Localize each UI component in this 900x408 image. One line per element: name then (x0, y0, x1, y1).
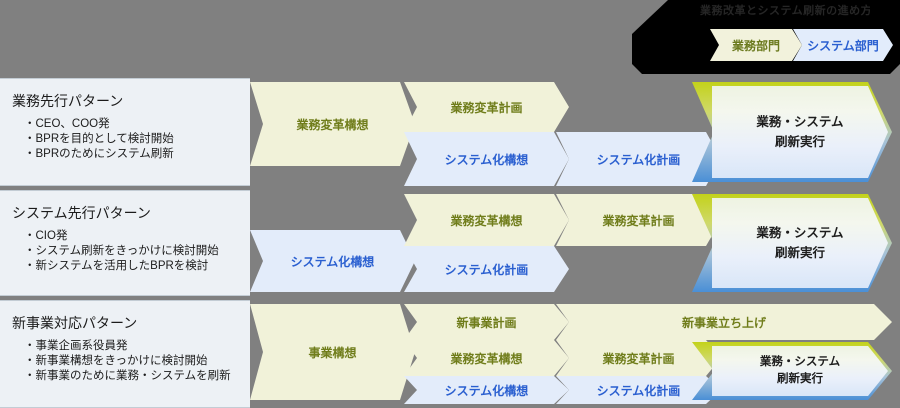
step-label: 業務変革計画 (602, 351, 675, 366)
row3-bullet-list: ・事業企画系役員発 ・新事業構想をきっかけに検討開始 ・新事業のために業務・シス… (10, 339, 250, 384)
list-item: ・BPRのためにシステム刷新 (24, 148, 174, 160)
step-gyomu-henkaku-kousou[interactable]: 業務変革構想 (404, 194, 569, 246)
final-box-line2: 刷新実行 (774, 135, 825, 149)
step-gyomu-henkaku-kousou[interactable]: 業務変革構想 (250, 82, 415, 166)
step-label: システム化計画 (596, 152, 681, 167)
final-box-line2: 刷新実行 (774, 246, 825, 260)
row2-title: システム先行パターン (12, 205, 151, 221)
step-label: 業務変革計画 (450, 100, 523, 115)
step-gyomu-henkaku-kousou[interactable]: 業務変革構想 (404, 340, 569, 376)
list-item: ・BPRを目的として検討開始 (24, 133, 174, 145)
step-label: システム化構想 (290, 254, 375, 269)
row2-bullet-list: ・CIO発 ・システム刷新をきっかけに検討開始 ・新システムを活用したBPRを検… (10, 229, 250, 274)
row3-description-panel: 新事業対応パターン ・事業企画系役員発 ・新事業構想をきっかけに検討開始 ・新事… (0, 300, 250, 408)
final-box-line2: 刷新実行 (777, 373, 823, 385)
step-label: 業務変革構想 (450, 213, 523, 228)
step-system-ka-kousou[interactable]: システム化構想 (250, 230, 415, 292)
row1-title: 業務先行パターン (12, 93, 124, 109)
step-label: 業務変革構想 (296, 117, 369, 132)
final-box-line1: 業務・システム (756, 226, 844, 240)
final-box-renewal-execution[interactable]: 業務・システム 刷新実行 (712, 198, 888, 288)
row1-bullet-list: ・CEO、COO発 ・BPRを目的として検討開始 ・BPRのためにシステム刷新 (10, 117, 250, 162)
step-system-ka-keikaku[interactable]: システム化計画 (404, 246, 569, 292)
step-label: 新事業立ち上げ (682, 315, 767, 330)
step-gyomu-henkaku-keikaku[interactable]: 業務変革計画 (556, 340, 721, 376)
list-item: ・CIO発 (24, 230, 68, 242)
step-shinjigyou-tachiage[interactable]: 新事業立ち上げ (556, 304, 892, 340)
list-item: ・新事業のために業務・システムを刷新 (24, 370, 231, 382)
page-title: 業務改革とシステム刷新の進め方 (700, 5, 870, 17)
list-item: ・システム刷新をきっかけに検討開始 (24, 245, 219, 257)
legend-item-system: システム部門 (793, 29, 893, 61)
step-label: 業務変革構想 (450, 351, 523, 366)
step-system-ka-keikaku[interactable]: システム化計画 (556, 132, 721, 186)
step-system-ka-keikaku[interactable]: システム化計画 (556, 376, 721, 404)
step-label: システム化構想 (444, 152, 529, 167)
step-label: システム化構想 (444, 383, 529, 398)
list-item: ・事業企画系役員発 (24, 340, 128, 352)
legend-label-system: システム部門 (807, 38, 879, 53)
final-box-line1: 業務・システム (756, 115, 844, 129)
step-jigyou-kousou[interactable]: 事業構想 (250, 304, 415, 400)
step-system-ka-kousou[interactable]: システム化構想 (404, 132, 569, 186)
step-shinjigyou-keikaku[interactable]: 新事業計画 (404, 304, 569, 340)
row2-description-panel: システム先行パターン ・CIO発 ・システム刷新をきっかけに検討開始 ・新システ… (0, 190, 250, 296)
legend-label-business: 業務部門 (731, 38, 780, 53)
row3-title: 新事業対応パターン (12, 315, 138, 331)
final-box-line1: 業務・システム (759, 356, 841, 368)
row-system-first: システム先行パターン ・CIO発 ・システム刷新をきっかけに検討開始 ・新システ… (0, 190, 900, 296)
step-system-ka-kousou[interactable]: システム化構想 (404, 376, 569, 404)
row-business-first: 業務先行パターン ・CEO、COO発 ・BPRを目的として検討開始 ・BPRのた… (0, 78, 900, 186)
row1-description-panel: 業務先行パターン ・CEO、COO発 ・BPRを目的として検討開始 ・BPRのた… (0, 78, 250, 186)
legend: 業務部門 システム部門 (710, 29, 893, 61)
step-label: 新事業計画 (456, 315, 517, 330)
step-gyomu-henkaku-keikaku[interactable]: 業務変革計画 (404, 82, 569, 132)
step-label: システム化計画 (596, 383, 681, 398)
list-item: ・新事業構想をきっかけに検討開始 (24, 355, 208, 367)
row-new-business: 新事業対応パターン ・事業企画系役員発 ・新事業構想をきっかけに検討開始 ・新事… (0, 300, 900, 408)
list-item: ・CEO、COO発 (24, 118, 110, 130)
legend-item-business: 業務部門 (710, 29, 802, 61)
step-label: 業務変革計画 (602, 213, 675, 228)
final-box-renewal-execution[interactable]: 業務・システム 刷新実行 (712, 86, 888, 178)
step-label: 事業構想 (308, 345, 357, 360)
step-gyomu-henkaku-keikaku[interactable]: 業務変革計画 (556, 194, 721, 246)
list-item: ・新システムを活用したBPRを検討 (24, 260, 209, 272)
step-label: システム化計画 (444, 262, 529, 277)
final-box-renewal-execution[interactable]: 業務・システム 刷新実行 (712, 346, 888, 396)
